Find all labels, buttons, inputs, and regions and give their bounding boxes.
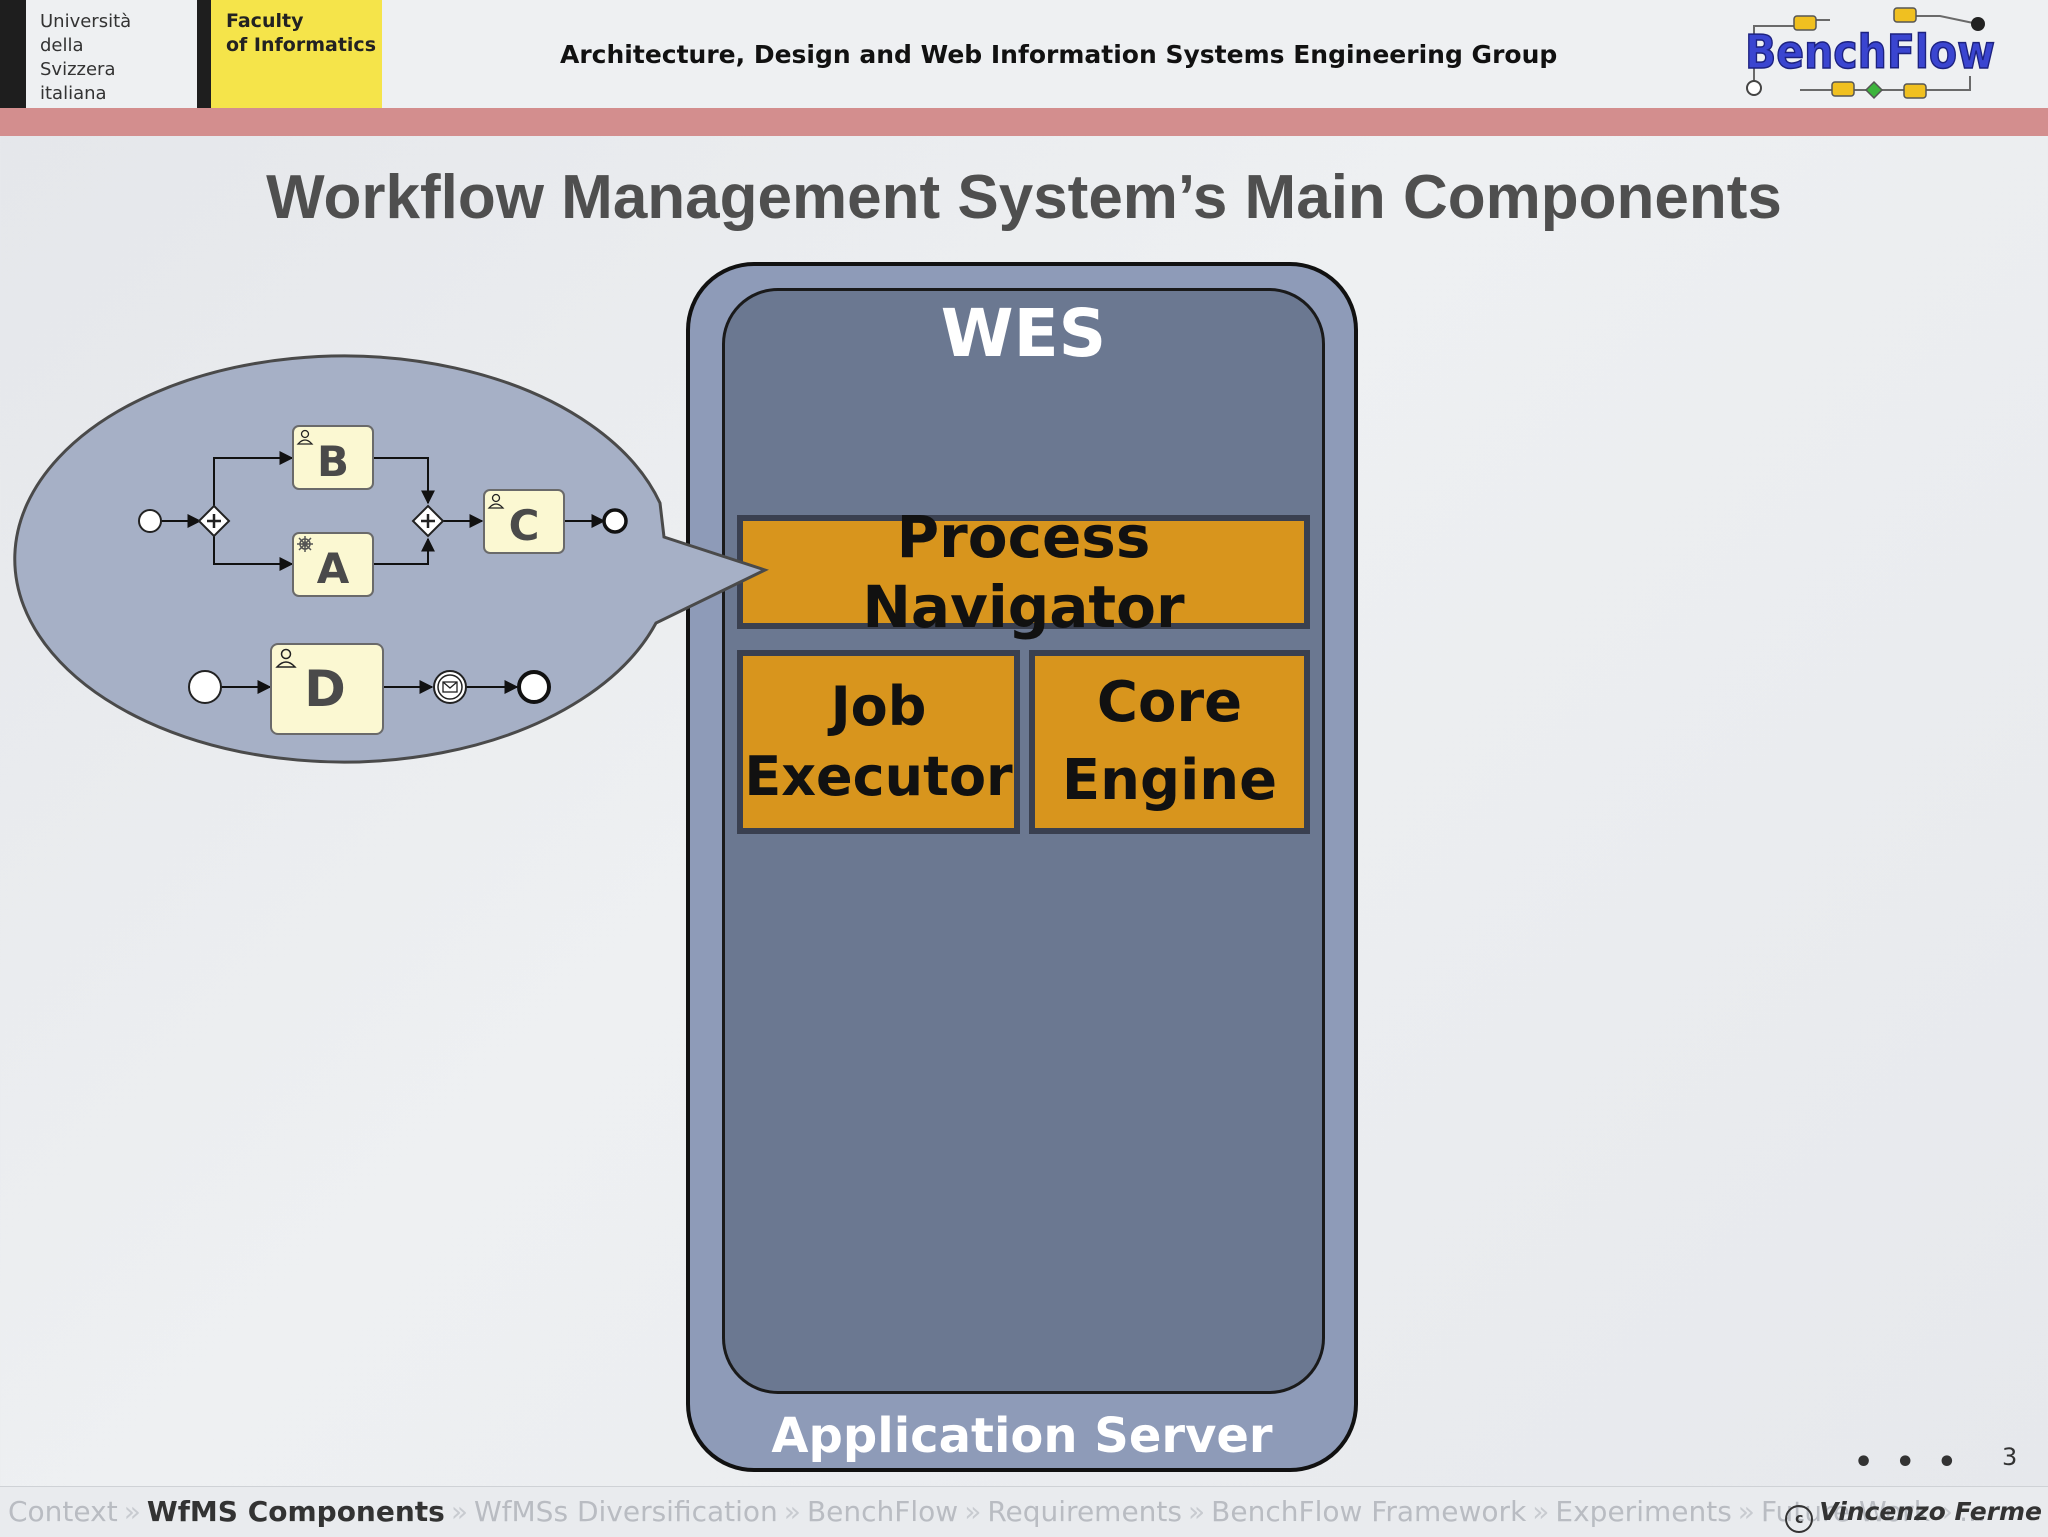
user-task-icon <box>487 493 505 509</box>
job-executor-box: Job Executor <box>737 650 1020 834</box>
parallel-gateway-icon <box>411 504 445 538</box>
start-event-icon <box>138 509 162 533</box>
task-label: C <box>509 501 540 550</box>
accent-band <box>0 108 2048 136</box>
breadcrumb-item[interactable]: Requirements <box>987 1495 1182 1528</box>
breadcrumb-item[interactable]: BenchFlow <box>806 1495 959 1528</box>
university-name: Università della Svizzera italiana <box>40 10 131 106</box>
breadcrumb-separator: » <box>783 1495 801 1528</box>
benchflow-logo: BenchFlow <box>1744 7 1996 100</box>
breadcrumb-item[interactable]: BenchFlow Framework <box>1211 1495 1527 1528</box>
core-engine-label: Core <box>1096 670 1243 735</box>
breadcrumb: Context»WfMS Components»WfMSs Diversific… <box>8 1494 1986 1530</box>
author-name: Vincenzo Ferme <box>1819 1497 2042 1526</box>
end-event-icon <box>602 508 628 534</box>
university-line: italiana <box>40 83 107 104</box>
process-navigator-label: Process Navigator <box>862 503 1185 641</box>
breadcrumb-item[interactable]: Context <box>8 1495 118 1528</box>
group-title: Architecture, Design and Web Information… <box>560 40 1558 69</box>
task-c: C <box>483 489 565 554</box>
creative-commons-icon: c <box>1785 1505 1814 1533</box>
task-a: A <box>292 532 374 597</box>
breadcrumb-item[interactable]: WfMS Components <box>146 1495 445 1528</box>
university-line: della <box>40 35 84 56</box>
job-executor-label: Executor <box>744 745 1013 808</box>
parallel-gateway-icon <box>197 504 231 538</box>
user-task-icon <box>275 648 297 668</box>
wes-container <box>722 288 1325 1394</box>
breadcrumb-item[interactable]: Experiments <box>1555 1495 1732 1528</box>
start-event-icon <box>188 670 222 704</box>
speech-bubble <box>13 354 769 764</box>
task-b: B <box>292 425 374 490</box>
page-number: 3 <box>2002 1443 2018 1471</box>
footer-bar <box>0 1486 2048 1537</box>
faculty-name: Faculty of Informatics <box>226 9 376 57</box>
task-label: A <box>317 544 350 593</box>
user-task-icon <box>296 429 314 445</box>
process-navigator-box: Process Navigator <box>737 503 1310 641</box>
breadcrumb-separator: » <box>1935 1495 1954 1528</box>
slide-title: Workflow Management System’s Main Compon… <box>266 163 1782 232</box>
message-event-icon <box>433 670 467 704</box>
core-engine-box: Core Engine <box>1029 650 1310 834</box>
university-line: Svizzera <box>40 59 116 80</box>
faculty-line: Faculty <box>226 10 304 32</box>
breadcrumb-separator: » <box>123 1495 141 1528</box>
faculty-box <box>211 0 382 108</box>
usi-black-bar <box>0 0 26 108</box>
task-label: B <box>317 437 349 486</box>
university-line: Università <box>40 11 132 32</box>
core-engine-label: Engine <box>1061 748 1278 813</box>
breadcrumb-separator: » <box>1532 1495 1550 1528</box>
logo-text: BenchFlow <box>1745 25 1995 79</box>
service-task-icon <box>297 536 313 552</box>
breadcrumb-separator: » <box>1188 1495 1206 1528</box>
faculty-line: of Informatics <box>226 34 377 56</box>
breadcrumb-separator: » <box>964 1495 982 1528</box>
breadcrumb-item[interactable]: ... <box>1959 1495 1986 1528</box>
end-event-icon <box>517 670 551 704</box>
header-bar: Università della Svizzera italiana Facul… <box>0 0 2048 108</box>
task-label: D <box>304 660 346 718</box>
job-executor-label: Job <box>830 675 927 738</box>
breadcrumb-separator: » <box>450 1495 468 1528</box>
faculty-separator <box>197 0 211 108</box>
task-d: D <box>270 643 384 735</box>
breadcrumb-separator: » <box>1737 1495 1755 1528</box>
application-server-label: Application Server <box>771 1408 1273 1464</box>
breadcrumb-item[interactable]: WfMSs Diversification <box>473 1495 778 1528</box>
more-indicator[interactable]: • • • <box>1854 1445 1963 1480</box>
wes-label: WES <box>940 295 1107 372</box>
